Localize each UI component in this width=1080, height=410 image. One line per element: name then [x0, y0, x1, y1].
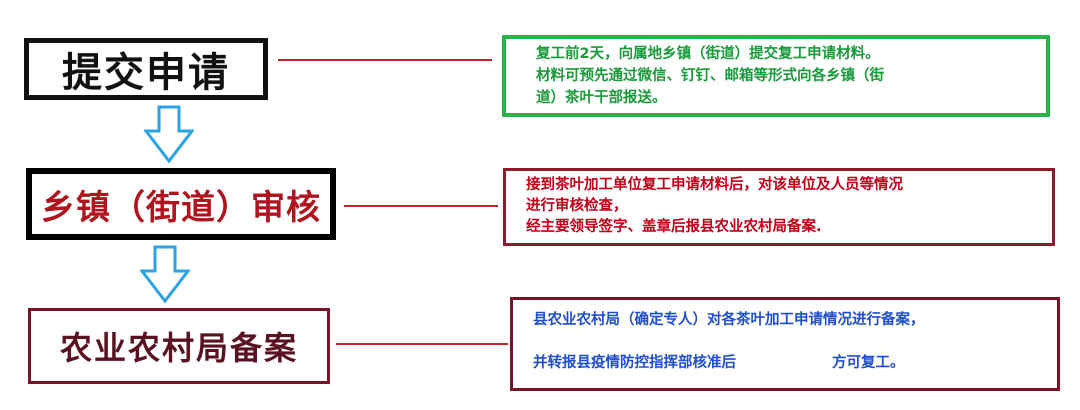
note-line: 县农业农村局（确定专人）对各茶叶加工申请情况进行备案，: [533, 312, 925, 328]
step-township-review: 乡镇（街道）审核: [26, 168, 336, 240]
step-label: 提交申请: [62, 50, 230, 96]
connector-line: [336, 343, 508, 345]
down-arrow-icon: [140, 245, 190, 303]
step-submit-application: 提交申请: [24, 38, 268, 100]
note-record: 县农业农村局（确定专人）对各茶叶加工申请情况进行备案， 并转报县疫情防控指挥部核…: [510, 297, 1060, 391]
note-line: 经主要领导签字、盖章后报县农业农村局备案.: [526, 219, 822, 235]
note-line: 复工前2天，向属地乡镇（街道）提交复工申请材料。: [536, 46, 880, 62]
connector-line: [278, 59, 492, 61]
connector-line: [344, 205, 498, 207]
note-line: 材料可预先通过微信、钉钉、邮箱等形式向各乡镇（街: [536, 68, 884, 84]
step-label: 乡镇（街道）审核: [41, 187, 321, 228]
note-line-row: 并转报县疫情防控指挥部核准后 方可复工。: [533, 353, 1047, 374]
step-agriculture-bureau-record: 农业农村局备案: [28, 308, 330, 384]
step-label: 农业农村局备案: [59, 329, 298, 367]
note-line: 方可复工。: [832, 355, 905, 371]
down-arrow-icon: [144, 105, 194, 163]
note-line: 道）茶叶干部报送。: [536, 90, 667, 106]
note-submit: 复工前2天，向属地乡镇（街道）提交复工申请材料。 材料可预先通过微信、钉钉、邮箱…: [502, 35, 1050, 117]
note-line: 并转报县疫情防控指挥部核准后: [533, 355, 736, 371]
note-line: 进行审核检查，: [526, 198, 628, 214]
note-line: 接到茶叶加工单位复工申请材料后，对该单位及人员等情况: [526, 177, 903, 193]
note-review: 接到茶叶加工单位复工申请材料后，对该单位及人员等情况 进行审核检查， 经主要领导…: [503, 168, 1055, 246]
